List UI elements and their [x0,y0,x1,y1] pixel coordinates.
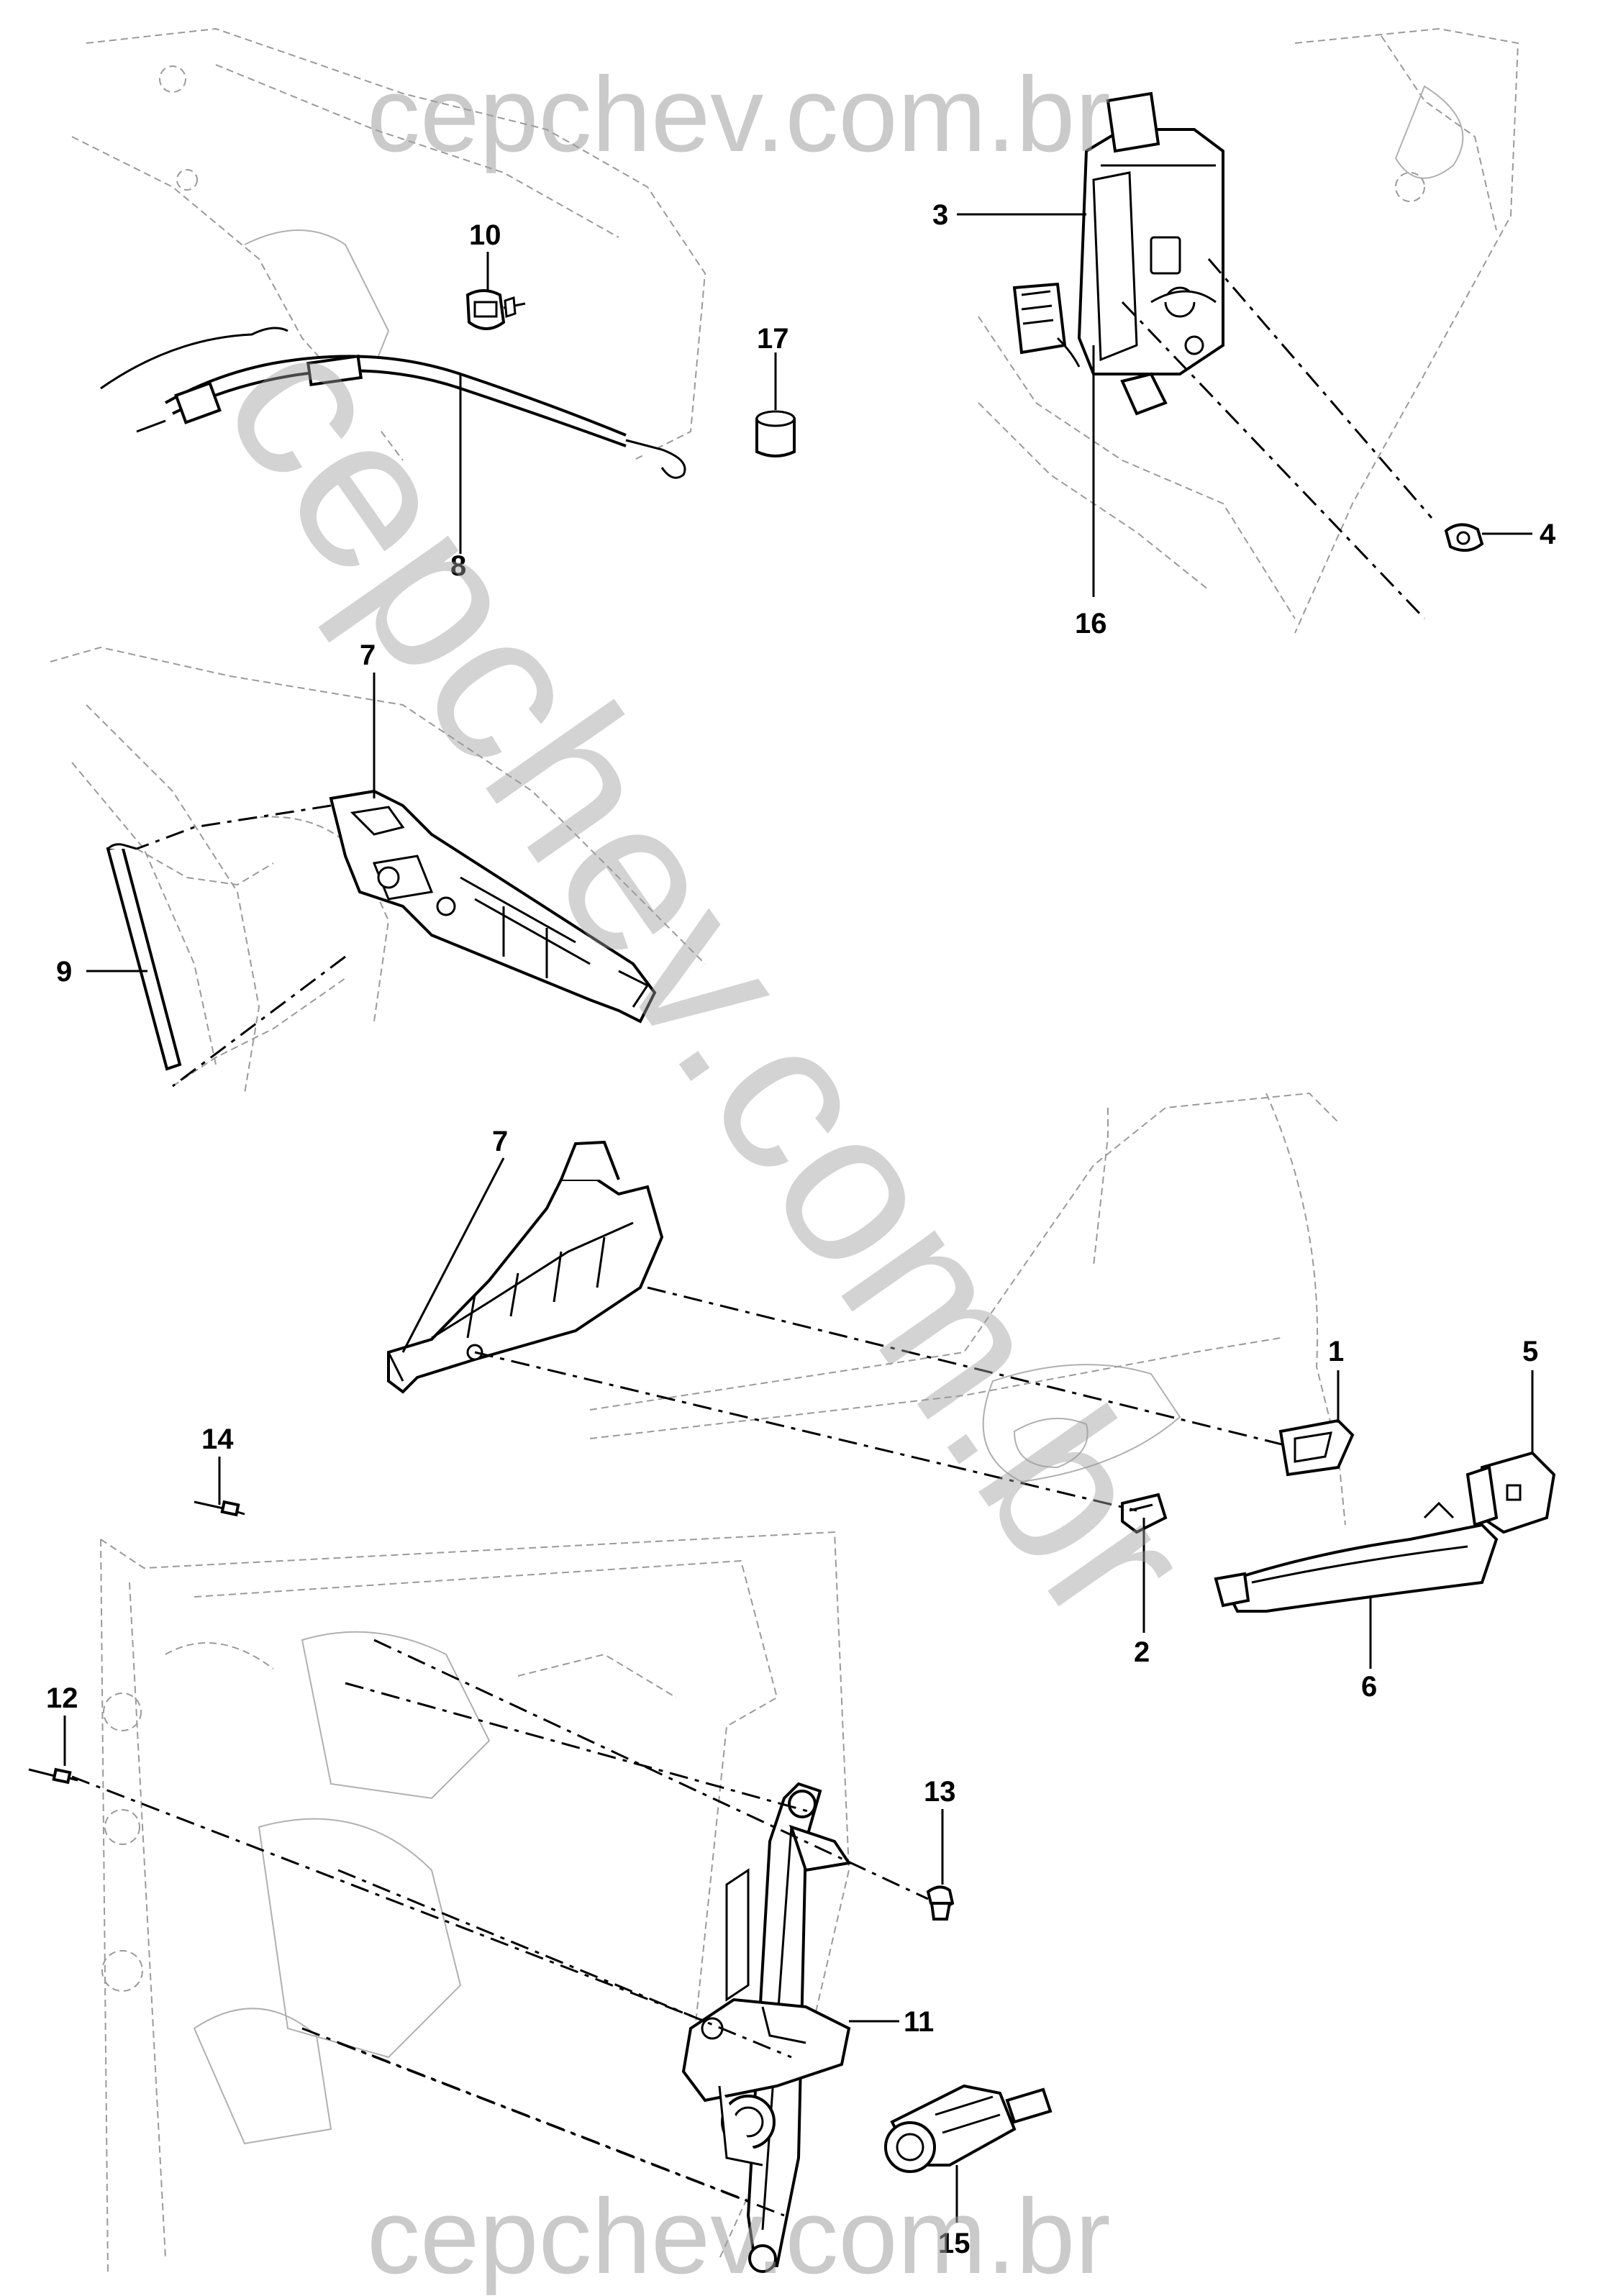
callout-1: 1 [1328,1336,1344,1367]
part-6-outer-handle [1214,1501,1499,1613]
watermark-bottom: cepchev.com.br [367,2177,1111,2296]
callout-11: 11 [904,2006,934,2038]
part-1-front-gasket [1278,1418,1355,1477]
part-10-clip [465,289,526,330]
callout-9: 9 [56,956,72,988]
part-13-bolt [926,1885,955,1921]
callout-7-lower: 7 [492,1126,508,1157]
callout-6: 6 [1361,1671,1377,1703]
part-3-door-latch [1012,91,1224,416]
callout-14: 14 [201,1423,234,1455]
part-11-window-regulator [681,1782,852,2273]
part-4-screw [1444,523,1484,552]
watermarks: cepchev.com.br cepchev.com.br cepchev.co… [177,55,1240,2296]
watermark-diagonal: cepchev.com.br [177,291,1240,1664]
part-15-motor [884,2084,1053,2173]
part-14-pin [194,1500,245,1517]
part-17-bushing [755,410,796,457]
callout-5: 5 [1522,1336,1538,1367]
part-12-pin [28,1767,78,1785]
callout-16: 16 [1075,608,1107,639]
assembly-lines [71,258,1433,2217]
background-door-outlines [50,27,1519,2274]
callout-3: 3 [932,199,948,231]
part-9-rod [106,843,346,1087]
callout-15: 15 [938,2228,971,2259]
callout-2: 2 [1134,1636,1150,1668]
callout-8: 8 [450,550,466,582]
part-7-handle-frame-lower [387,1140,664,1394]
part-5-cap [1465,1451,1556,1534]
callout-10: 10 [469,219,501,251]
callout-7-upper: 7 [360,639,376,671]
callout-4: 4 [1540,519,1556,550]
watermark-top: cepchev.com.br [367,55,1111,174]
callout-numbers: 10 17 8 3 16 4 7 9 7 1 5 2 6 14 12 13 11… [46,199,1556,2259]
callout-13: 13 [924,1776,956,1808]
leader-lines [63,213,1534,2223]
part-8-cable [100,327,686,479]
callout-12: 12 [46,1682,78,1714]
part-7-handle-frame-upper [329,789,657,1024]
callout-17: 17 [757,323,789,355]
